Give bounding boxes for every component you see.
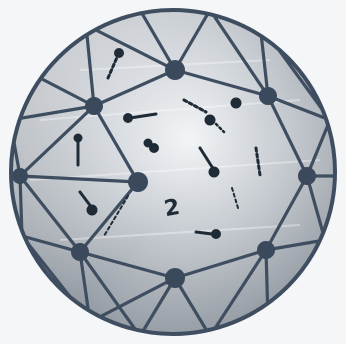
geodesic-sphere-icon: 2 <box>0 0 346 344</box>
illustration-stage: 2 <box>0 0 346 344</box>
